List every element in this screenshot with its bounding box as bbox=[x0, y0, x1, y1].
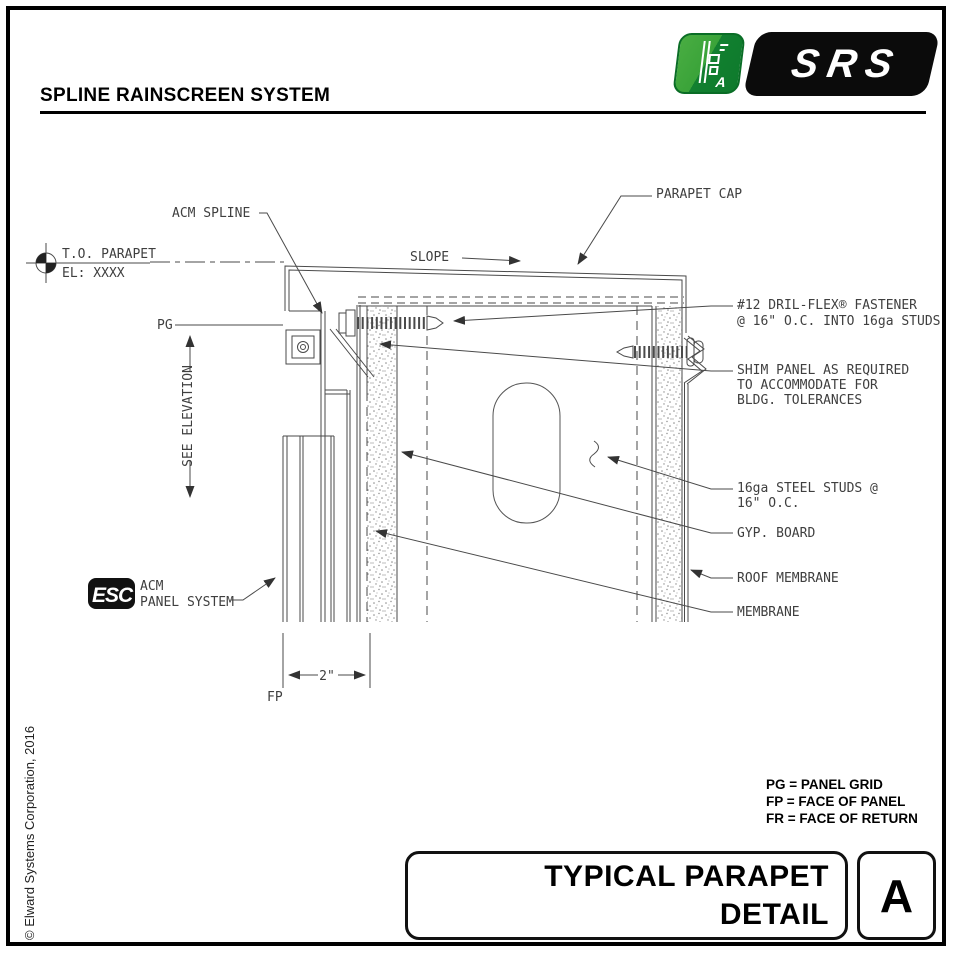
label-studs-2: 16" O.C. bbox=[737, 496, 800, 511]
roof-membrane-edge bbox=[683, 335, 707, 622]
detail-letter-badge: A bbox=[857, 851, 936, 940]
abbreviation-legend: PG = PANEL GRID FP = FACE OF PANEL FR = … bbox=[766, 776, 918, 827]
title-block: TYPICAL PARAPET DETAIL bbox=[405, 851, 848, 940]
level-marker-icon bbox=[26, 243, 66, 283]
fastener-screw-left bbox=[338, 309, 444, 337]
label-fastener-1: #12 DRIL-FLEX® FASTENER bbox=[737, 298, 917, 313]
legend-item-fr: FR = FACE OF RETURN bbox=[766, 811, 918, 826]
spline-panel-assembly bbox=[282, 305, 375, 622]
label-elevation: EL: XXXX bbox=[62, 266, 125, 281]
srs-icon-art: A bbox=[698, 41, 729, 90]
label-shim-3: BLDG. TOLERANCES bbox=[737, 393, 862, 408]
label-pg: PG bbox=[157, 318, 173, 333]
copyright-text: © Elward Systems Corporation, 2016 bbox=[22, 725, 37, 940]
panel-depth-dimension bbox=[282, 633, 371, 688]
label-acm-spline: ACM SPLINE bbox=[172, 206, 250, 221]
label-parapet-cap: PARAPET CAP bbox=[656, 187, 742, 202]
gyp-board-left bbox=[366, 306, 398, 622]
label-studs-1: 16ga STEEL STUDS @ bbox=[737, 481, 878, 496]
srs-green-icon: A bbox=[672, 33, 746, 94]
label-see-elevation: SEE ELEVATION bbox=[181, 365, 196, 467]
label-dim-2in: 2" bbox=[319, 669, 335, 684]
label-gyp-board: GYP. BOARD bbox=[737, 526, 815, 541]
label-shim-2: TO ACCOMMODATE FOR bbox=[737, 378, 878, 393]
label-roof-membrane: ROOF MEMBRANE bbox=[737, 571, 839, 586]
legend-item-pg: PG = PANEL GRID bbox=[766, 777, 883, 792]
page-border bbox=[6, 6, 946, 946]
label-fastener-2: @ 16" O.C. INTO 16ga STUDS bbox=[737, 314, 941, 329]
stud-knockout-slot bbox=[492, 382, 561, 524]
title-block-line2: DETAIL bbox=[719, 897, 829, 931]
esc-logo-badge bbox=[88, 578, 135, 609]
label-slope: SLOPE bbox=[410, 250, 449, 265]
title-block-line1: TYPICAL PARAPET bbox=[544, 859, 829, 893]
label-shim-1: SHIM PANEL AS REQUIRED bbox=[737, 363, 909, 378]
top-track bbox=[358, 296, 684, 307]
stud-squiggle-mark bbox=[589, 440, 599, 468]
label-panel-system: PANEL SYSTEM bbox=[140, 595, 234, 610]
esc-logo-text: ESC bbox=[92, 584, 134, 607]
fastener-screw-right bbox=[615, 337, 704, 367]
srs-icon-letter: A bbox=[714, 74, 727, 90]
label-fp: FP bbox=[267, 690, 283, 705]
gyp-board-right bbox=[651, 306, 683, 622]
page-title: SPLINE RAINSCREEN SYSTEM bbox=[40, 85, 331, 106]
label-membrane: MEMBRANE bbox=[737, 605, 800, 620]
label-to-parapet: T.O. PARAPET bbox=[62, 247, 156, 262]
label-acm: ACM bbox=[140, 579, 164, 594]
leader-lines bbox=[175, 195, 733, 613]
legend-item-fp: FP = FACE OF PANEL bbox=[766, 794, 906, 809]
title-divider bbox=[40, 111, 926, 114]
parapet-cap-profile bbox=[284, 265, 687, 333]
